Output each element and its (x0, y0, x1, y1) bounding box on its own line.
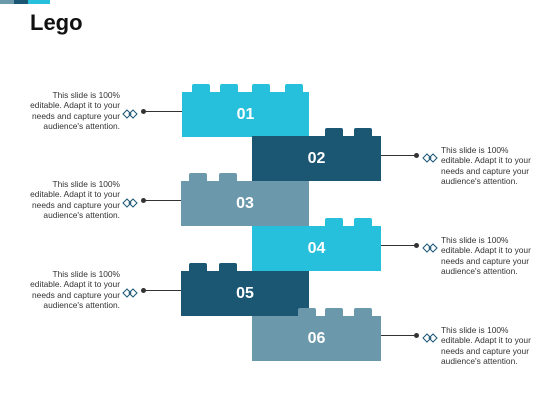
brick-stud (354, 128, 372, 136)
brick-body (252, 226, 381, 271)
lego-brick-06: 06 (252, 308, 381, 361)
brick-body (181, 271, 309, 316)
lego-brick-01: 01 (182, 84, 309, 137)
brick-stud (325, 128, 343, 136)
brick-body (252, 316, 381, 361)
description-text: This slide is 100% editable. Adapt it to… (441, 324, 531, 367)
brick-stud (325, 218, 343, 226)
brick-stud (219, 263, 237, 271)
lego-brick-03: 03 (181, 173, 309, 226)
lego-brick-05: 05 (181, 263, 309, 316)
brick-number: 02 (307, 150, 326, 167)
description-text: This slide is 100% editable. Adapt it to… (30, 89, 120, 132)
brick-number: 06 (307, 330, 326, 347)
brick-number: 04 (307, 240, 326, 257)
brick-stud (325, 308, 343, 316)
connector-line (381, 154, 416, 156)
page-title: Lego (30, 10, 83, 35)
connector-dot (414, 332, 419, 338)
brick-stud (252, 84, 270, 92)
description-text: This slide is 100% editable. Adapt it to… (441, 144, 531, 187)
brick-stud (220, 84, 238, 92)
connector-line (145, 199, 181, 201)
connector-dot (141, 108, 146, 114)
connector-dot (141, 287, 146, 293)
brick-stud (189, 173, 207, 181)
description-text: This slide is 100% editable. Adapt it to… (30, 268, 120, 311)
connector-dot (414, 152, 419, 158)
brick-number: 03 (236, 195, 254, 212)
brick-number: 01 (236, 106, 255, 123)
connector-line (381, 334, 416, 336)
diamond-link-icon (422, 330, 438, 343)
diamond-link-icon (122, 285, 138, 298)
brick-stud (192, 84, 210, 92)
brick-body (181, 181, 309, 226)
connector-line (381, 244, 416, 246)
connector-dot (141, 197, 146, 203)
description-text: This slide is 100% editable. Adapt it to… (441, 234, 531, 277)
diamond-link-icon (422, 240, 438, 253)
brick-stud (285, 84, 303, 92)
diamond-link-icon (422, 150, 438, 163)
connector-line (145, 110, 182, 112)
brick-body (182, 92, 309, 137)
lego-brick-04: 04 (252, 218, 381, 271)
brick-number: 05 (236, 285, 254, 302)
diamond-link-icon (122, 195, 138, 208)
description-text: This slide is 100% editable. Adapt it to… (30, 178, 120, 221)
brick-stud (219, 173, 237, 181)
brick-stud (189, 263, 207, 271)
brick-body (252, 136, 381, 181)
brick-stud (354, 218, 372, 226)
connector-line (145, 289, 181, 291)
lego-brick-02: 02 (252, 128, 381, 181)
brick-stud (354, 308, 372, 316)
connector-dot (414, 242, 419, 248)
diamond-link-icon (122, 106, 138, 119)
brick-stud (298, 308, 316, 316)
